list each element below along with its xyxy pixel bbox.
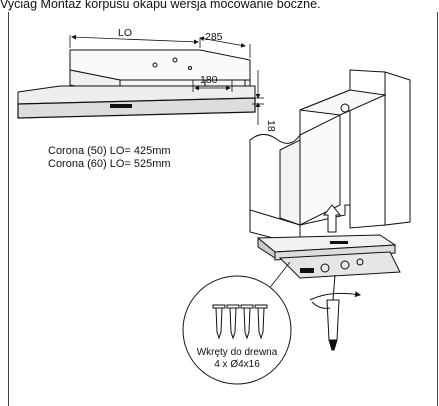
screw-detail-circle <box>182 275 292 385</box>
dimension-lo-label: LO <box>118 27 132 39</box>
hood-top-view <box>17 49 256 119</box>
spec-line-50: Corona (50) LO= 425mm <box>48 145 171 157</box>
dimension-lo <box>69 34 201 48</box>
right-frame-line <box>437 12 438 406</box>
screwdriver-icon <box>326 274 340 351</box>
dimension-depth-label: 285 <box>205 31 223 43</box>
left-frame-line <box>8 12 9 406</box>
screw-label-line1: Wkręty do drewna <box>197 347 278 358</box>
detail-pointer-line <box>267 261 291 291</box>
spec-line-60: Corona (60) LO= 525mm <box>48 158 171 170</box>
dimension-height-label: 18 <box>265 120 277 132</box>
dimension-inner <box>192 80 233 92</box>
dimension-height <box>252 70 264 125</box>
screw-icon <box>212 304 226 340</box>
screw-icon <box>240 304 254 340</box>
hood-installed <box>256 234 401 279</box>
screw-label-line2: 4 x Ø4x16 <box>214 359 260 370</box>
dimension-depth <box>199 36 251 58</box>
page-caption: Vyciag Montaz korpusu okapu wersja mocow… <box>0 0 321 11</box>
screw-icon <box>226 304 240 340</box>
rotation-arrow-icon <box>309 291 361 309</box>
screw-icons <box>212 304 268 340</box>
cabinet-drawing <box>249 69 411 246</box>
screw-icon <box>254 304 268 340</box>
dimension-inner-label: 180 <box>200 74 218 86</box>
up-arrow-icon <box>322 204 342 233</box>
